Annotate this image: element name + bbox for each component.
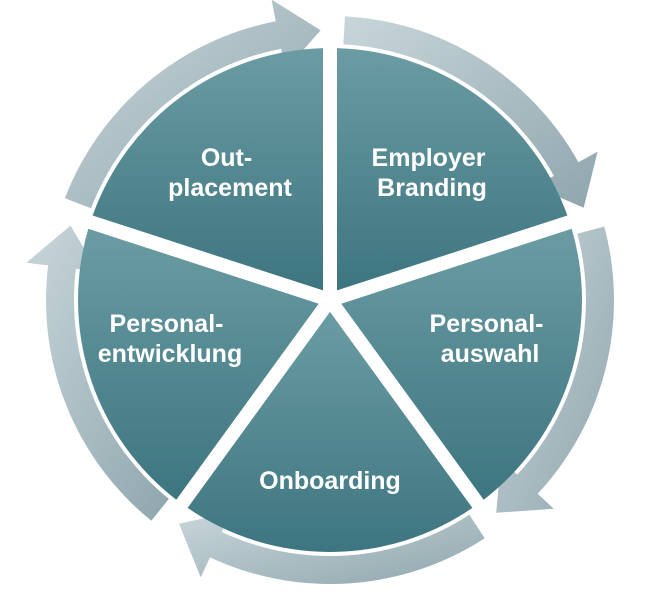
cycle-arrows [26,0,614,585]
segment-personalauswahl [341,228,582,500]
segment-label-personalentwicklung: Personal- entwicklung [98,310,242,368]
cycle-arrow [64,0,321,209]
segment-personalentwicklung [78,228,319,500]
segment-label-outplacement: Out- placement [168,144,292,202]
cycle-arrow [496,226,614,513]
segment-outplacement [92,48,323,291]
cycle-arrow [26,225,169,521]
cycle-arrow [343,16,598,208]
cycle-arrow [179,512,485,585]
segment-label-personalauswahl: Personal- auswahl [430,310,551,368]
segment-label-employer-branding: Employer Branding [372,144,493,202]
segment-employer-branding [337,48,568,291]
segment-onboarding [187,311,473,552]
segment-label-onboarding: Onboarding [259,467,401,495]
cycle-segments [78,48,582,552]
